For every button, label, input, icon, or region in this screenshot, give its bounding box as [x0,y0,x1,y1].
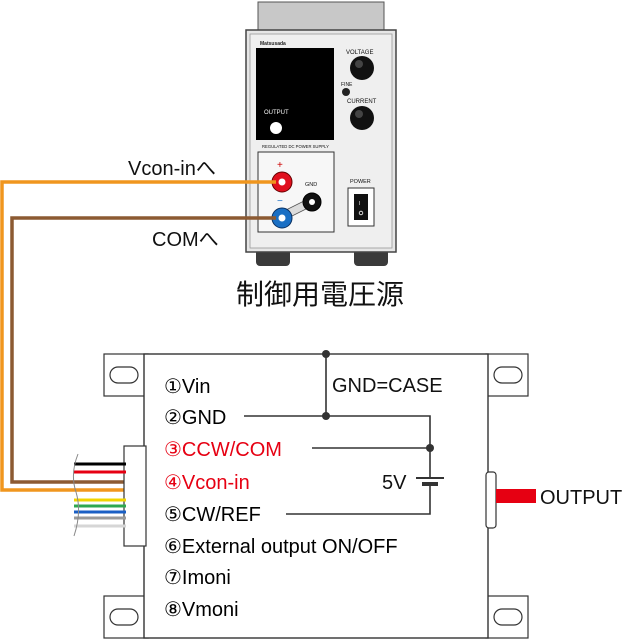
voltage-source-label: 5V [382,472,407,494]
ps-brand: Matsusada [260,41,286,47]
output-cable [496,489,536,503]
blue-terminal-center [278,214,286,222]
ps-current-label: CURRENT [347,99,377,105]
ps-terminal-panel [257,151,335,233]
mount-hole-tr [493,366,523,384]
brown-wire [10,216,276,484]
fine-knob[interactable] [342,88,350,96]
mount-hole-tl [109,366,139,384]
voltage-knob[interactable] [350,56,374,80]
com-destination-label: COMへ [152,229,219,251]
current-knob[interactable] [350,106,374,130]
bundle-break [72,453,80,537]
gnd-terminal-center [309,199,315,205]
power-supply-caption: 制御用電圧源 [236,279,404,310]
mount-hole-br [493,608,523,626]
mount-hole-bl [109,608,139,626]
wire-bundle [72,453,126,537]
ps-minus-label: − [277,196,283,207]
gnd-line [244,415,431,448]
ps-output-label: OUTPUT [264,110,289,116]
power-switch-mark: I [359,201,360,207]
gnd-case-label: GND=CASE [332,375,443,397]
terminal-label: ③CCW/COM [164,439,282,461]
ps-body-top [257,1,385,35]
ps-gnd-label: GND [305,182,317,188]
current-knob-highlight [355,110,363,118]
power-supply: Matsusada OUTPUT VOLTAGE FINE CURRENT RE… [245,1,397,266]
terminal-label: ①Vin [164,376,210,398]
voltage-knob-highlight [355,60,363,68]
terminal-label: ④Vcon-in [164,472,250,494]
module-connector [123,445,147,547]
terminal-label: ⑥External output ON/OFF [164,536,398,558]
red-terminal-center [278,178,286,186]
junction-ccw [426,444,434,452]
power-switch-off-mark [358,210,364,216]
junction-case [322,350,330,358]
terminal-label: ⑧Vmoni [164,599,239,621]
terminal-label: ⑦Imoni [164,567,231,589]
junction-gnd [322,412,330,420]
ps-voltage-label: VOLTAGE [346,50,373,56]
terminal-label: ②GND [164,407,226,429]
orange-wire [0,180,276,492]
output-label: OUTPUT [540,487,622,509]
power-switch[interactable] [354,194,368,220]
ps-regulated-label: REGULATED DC POWER SUPPLY [262,144,329,149]
ps-display [256,48,334,140]
cw-ref-line [286,482,431,515]
vcon-in-destination-label: Vcon-inへ [128,158,216,180]
ps-output-button[interactable] [270,122,282,134]
terminal-label: ⑤CW/REF [164,504,261,526]
output-connector [485,471,497,529]
ps-fine-label: FINE [341,82,353,88]
ps-power-label: POWER [350,179,371,185]
ps-plus-label: + [277,160,283,171]
